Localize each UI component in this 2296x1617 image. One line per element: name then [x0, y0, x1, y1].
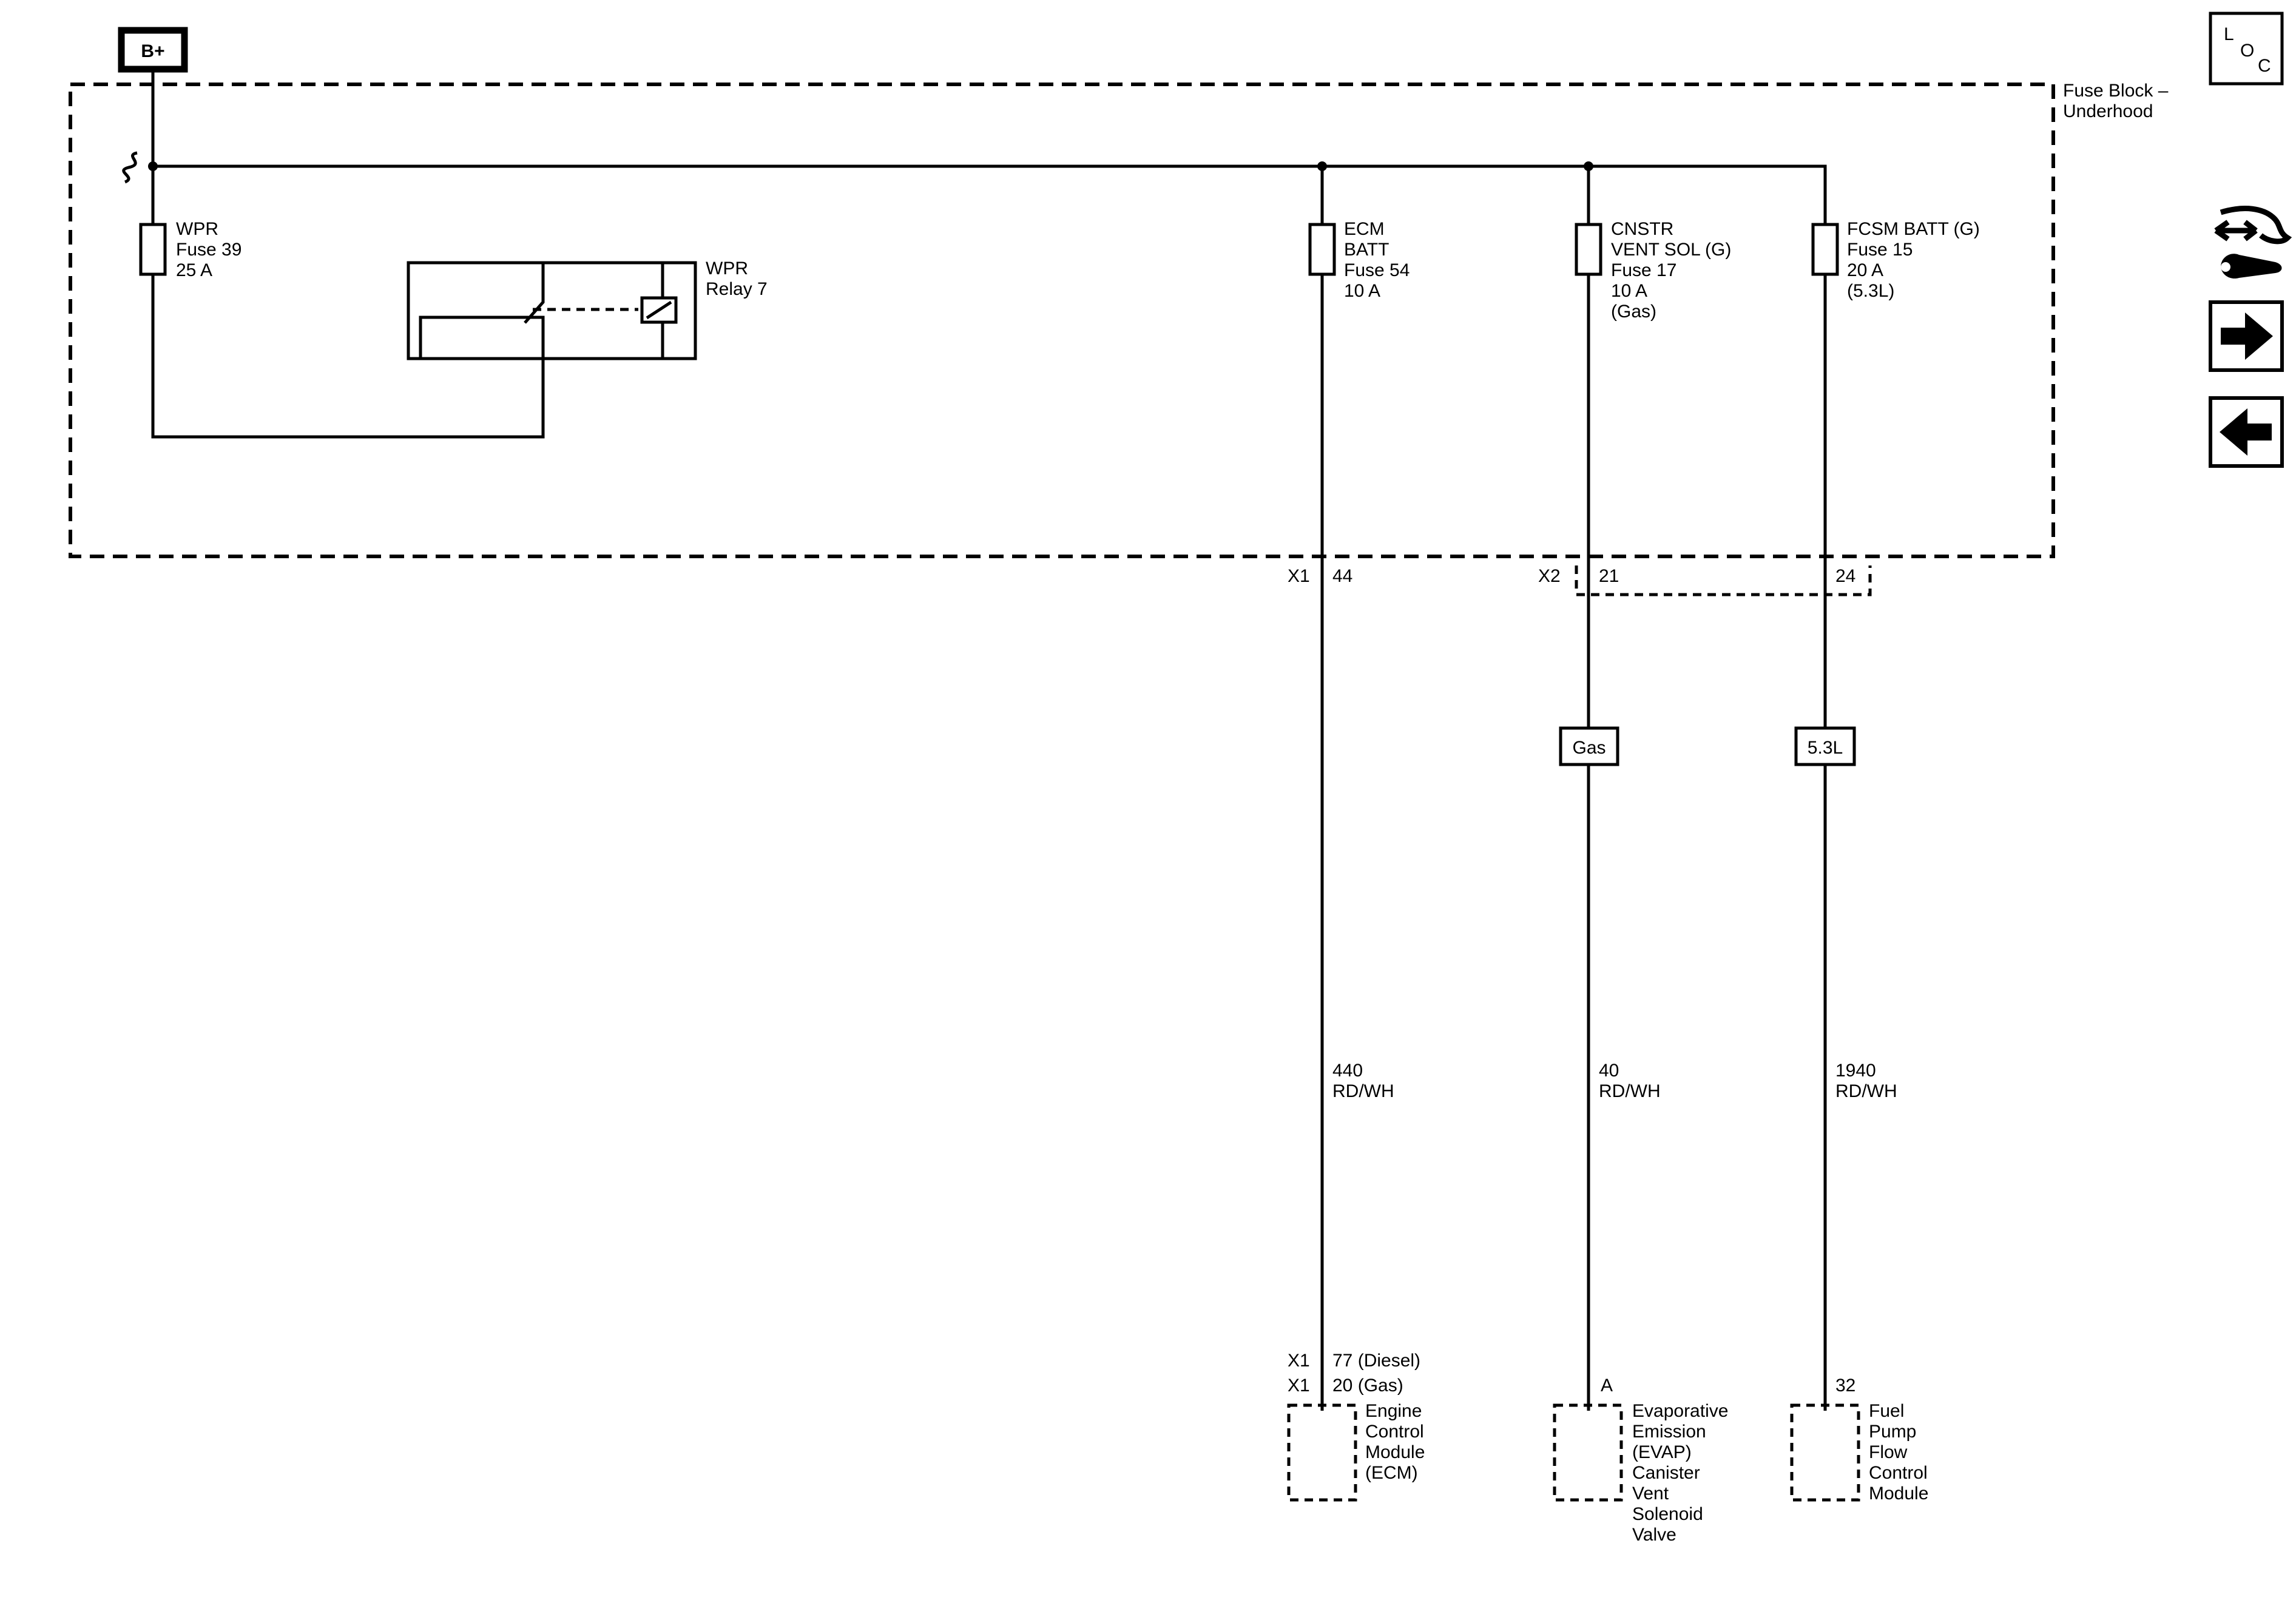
ecm-fuse-rating: 10 A — [1344, 281, 1380, 301]
ecm-name-3: Module — [1365, 1442, 1425, 1462]
ecm-name-4: (ECM) — [1365, 1463, 1418, 1483]
ecm-connector-2: X1 — [1288, 1376, 1310, 1396]
wpr-relay — [407, 261, 697, 360]
wire-fpfcm-color: RD/WH — [1835, 1081, 1897, 1101]
wpr-fuse-label: WPR — [176, 219, 218, 239]
fpfcm-pin: 32 — [1835, 1376, 1855, 1396]
evap-name-7: Valve — [1632, 1525, 1676, 1545]
fpfcm-name-1: Fuel — [1869, 1401, 1904, 1421]
battery-positive-label: B+ — [141, 41, 164, 61]
location-letter-o: O — [2240, 41, 2254, 61]
connector-x1-pin-44: 44 — [1332, 566, 1352, 586]
fcsm-fuse-rating: 20 A — [1847, 260, 1883, 280]
previous-page-arrow-icon[interactable] — [2209, 396, 2284, 468]
ecm-name-2: Control — [1365, 1422, 1424, 1442]
evap-name-6: Solenoid — [1632, 1504, 1703, 1524]
ecm-fuse-label-1: ECM — [1344, 219, 1385, 239]
cnstr-fuse-option: (Gas) — [1611, 302, 1656, 322]
battery-positive-source: B+ — [118, 27, 188, 73]
connector-x2-pin-24: 24 — [1835, 566, 1855, 586]
option-5-3l-box: 5.3L — [1794, 726, 1856, 766]
fcsm-fuse-symbol — [1811, 223, 1839, 276]
fuse-block-outline — [69, 83, 2055, 558]
wpr-fuse-rating: 25 A — [176, 260, 212, 280]
connector-x2-pin-21: 21 — [1599, 566, 1619, 586]
fcsm-fuse-label: FCSM BATT (G) — [1847, 219, 1980, 239]
ecm-pin-gas: 20 (Gas) — [1332, 1376, 1403, 1396]
location-letter-c: C — [2258, 56, 2271, 76]
wpr-relay-number: Relay 7 — [706, 279, 768, 299]
fpfcm-component-box — [1790, 1403, 1860, 1502]
ecm-component-box — [1287, 1403, 1357, 1502]
wire-fpfcm-circuit: 1940 — [1835, 1061, 1876, 1081]
connector-x1: X1 — [1288, 566, 1310, 586]
ecm-connector-1: X1 — [1288, 1351, 1310, 1371]
cnstr-fuse-label-1: CNSTR — [1611, 219, 1673, 239]
evap-pin: A — [1601, 1376, 1613, 1396]
connector-x2-outline — [1575, 565, 1872, 596]
cnstr-fuse-rating: 10 A — [1611, 281, 1647, 301]
wire-ecm-color: RD/WH — [1332, 1081, 1394, 1101]
wire-evap-color: RD/WH — [1599, 1081, 1661, 1101]
cnstr-fuse-symbol — [1575, 223, 1602, 276]
ecm-name-1: Engine — [1365, 1401, 1422, 1421]
wpr-fuse-wire — [151, 166, 545, 439]
wpr-fuse-number: Fuse 39 — [176, 240, 241, 260]
fuse-block-label-line1: Fuse Block – — [2063, 81, 2169, 101]
ecm-fuse-number: Fuse 54 — [1344, 260, 1410, 280]
connector-x2: X2 — [1538, 566, 1561, 586]
wire-evap-circuit: 40 — [1599, 1061, 1619, 1081]
option-5-3l-label: 5.3L — [1808, 738, 1843, 758]
location-letter-l: L — [2224, 24, 2234, 44]
cnstr-fuse-label-2: VENT SOL (G) — [1611, 240, 1731, 260]
evap-component-box — [1553, 1403, 1623, 1502]
wire-ecm-circuit: 440 — [1332, 1061, 1363, 1081]
fpfcm-name-4: Control — [1869, 1463, 1928, 1483]
ecm-fuse-label-2: BATT — [1344, 240, 1389, 260]
fpfcm-name-2: Pump — [1869, 1422, 1916, 1442]
fpfcm-name-3: Flow — [1869, 1442, 1908, 1462]
fuse-block-label-line2: Underhood — [2063, 101, 2153, 121]
next-page-arrow-icon[interactable] — [2209, 300, 2284, 372]
option-gas-label: Gas — [1572, 738, 1606, 758]
evap-name-3: (EVAP) — [1632, 1442, 1692, 1462]
connector-repair-icon[interactable] — [2214, 206, 2292, 279]
fpfcm-name-5: Module — [1869, 1484, 1928, 1504]
wpr-fuse-symbol — [139, 223, 167, 276]
ecm-batt-fuse-symbol — [1308, 223, 1336, 276]
evap-name-2: Emission — [1632, 1422, 1706, 1442]
ecm-pin-diesel: 77 (Diesel) — [1332, 1351, 1420, 1371]
location-view-button[interactable]: L O C — [2209, 12, 2284, 86]
evap-name-5: Vent — [1632, 1484, 1669, 1504]
evap-name-1: Evaporative — [1632, 1401, 1728, 1421]
main-bus-bar — [153, 164, 1827, 224]
cnstr-fuse-number: Fuse 17 — [1611, 260, 1676, 280]
option-gas-box: Gas — [1559, 726, 1619, 766]
evap-name-4: Canister — [1632, 1463, 1700, 1483]
fcsm-fuse-number: Fuse 15 — [1847, 240, 1913, 260]
fcsm-fuse-option: (5.3L) — [1847, 281, 1894, 301]
wpr-relay-label: WPR — [706, 258, 748, 279]
bus-break-symbol — [122, 151, 138, 184]
